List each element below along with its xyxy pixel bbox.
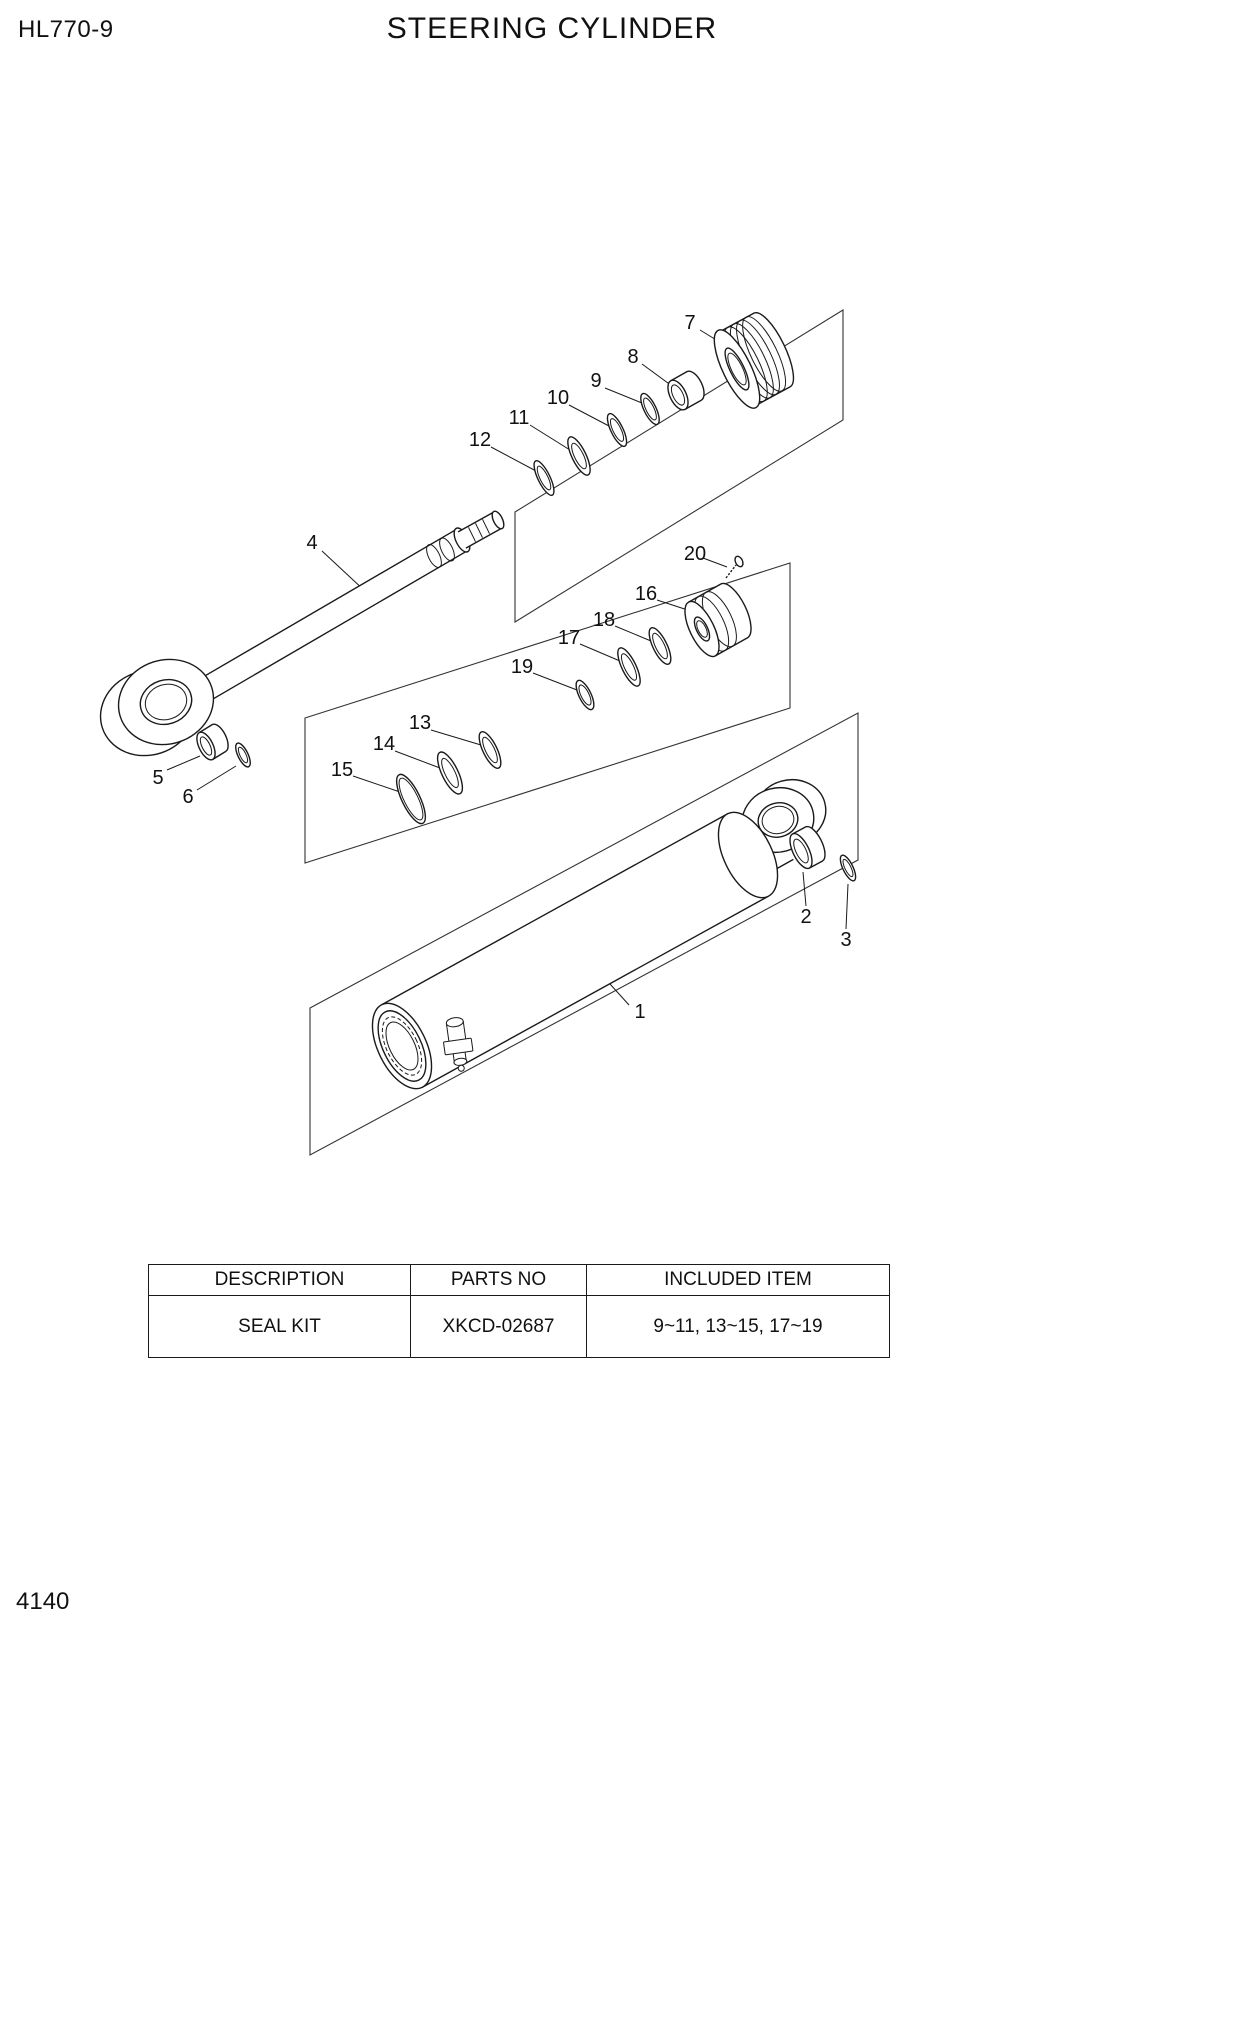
leader-line-6 — [196, 765, 237, 791]
page-number: 4140 — [16, 1588, 70, 1615]
leader-line-4 — [321, 550, 367, 593]
part-12-dust-wiper — [533, 460, 555, 496]
leader-line-10 — [568, 404, 610, 427]
part-4-piston-rod — [99, 510, 505, 757]
part-13-wear-ring — [478, 731, 502, 769]
part-3-snap-ring — [839, 854, 857, 882]
cell-description: SEAL KIT — [148, 1295, 411, 1358]
callout-20: 20 — [684, 543, 706, 565]
leader-line-5 — [166, 755, 201, 771]
cell-parts-no: XKCD-02687 — [410, 1295, 587, 1358]
cell-included-item: 9~11, 13~15, 17~19 — [586, 1295, 890, 1358]
leader-line-20 — [702, 557, 728, 568]
leader-line-13 — [430, 729, 482, 746]
leader-line-18 — [614, 625, 652, 642]
leader-line-15 — [352, 775, 401, 793]
seal-group-box-upper — [514, 309, 844, 623]
part-19-o-ring — [575, 679, 595, 711]
cylinder-tube-box — [309, 712, 859, 1156]
part-20-set-screw — [725, 555, 744, 579]
table-row: SEAL KIT XKCD-02687 9~11, 13~15, 17~19 — [148, 1295, 890, 1358]
callout-15: 15 — [331, 759, 353, 781]
callout-10: 10 — [547, 387, 569, 409]
table-header-row: DESCRIPTION PARTS NO INCLUDED ITEM — [148, 1264, 890, 1296]
leader-line-11 — [529, 424, 571, 451]
leader-line-19 — [532, 672, 578, 691]
callout-3: 3 — [840, 929, 851, 951]
callout-7: 7 — [684, 312, 695, 334]
leader-line-17 — [579, 643, 621, 662]
part-16-piston — [684, 582, 752, 658]
callout-11: 11 — [509, 407, 530, 429]
callout-19: 19 — [511, 656, 533, 678]
seal-group-box-middle — [304, 562, 791, 864]
exploded-parts-diagram: 1 2 3 4 5 6 7 8 9 10 11 12 13 14 15 16 1… — [99, 309, 859, 1156]
seal-kit-table: DESCRIPTION PARTS NO INCLUDED ITEM SEAL … — [148, 1264, 890, 1358]
callout-labels: 1 2 3 4 5 6 7 8 9 10 11 12 13 14 15 16 1… — [152, 312, 851, 1023]
callout-5: 5 — [152, 767, 163, 789]
part-18-backup-ring — [648, 627, 672, 665]
callout-16: 16 — [635, 583, 657, 605]
part-9-o-ring — [640, 392, 660, 426]
part-2-bushing — [789, 825, 826, 870]
part-5-bushing — [196, 723, 229, 761]
callout-18: 18 — [593, 609, 615, 631]
leader-line-8 — [641, 363, 673, 387]
callout-4: 4 — [306, 532, 317, 554]
callout-17: 17 — [558, 627, 580, 649]
model-code: HL770-9 — [18, 16, 114, 43]
callout-6: 6 — [182, 786, 193, 808]
leader-line-9 — [604, 387, 643, 404]
part-17-seal-ring — [617, 647, 641, 687]
callout-9: 9 — [590, 370, 601, 392]
leader-line-2 — [802, 871, 807, 907]
callout-14: 14 — [373, 733, 395, 755]
leader-line-1 — [609, 983, 630, 1006]
part-14-seal-ring — [436, 751, 464, 795]
col-header-included-item: INCLUDED ITEM — [586, 1264, 890, 1296]
leader-line-12 — [490, 446, 537, 472]
callout-1: 1 — [634, 1001, 645, 1023]
callout-2: 2 — [800, 906, 811, 928]
part-7-gland — [713, 312, 795, 409]
leader-lines — [166, 329, 849, 1006]
col-header-description: DESCRIPTION — [148, 1264, 411, 1296]
part-8-bushing — [667, 370, 705, 411]
leader-line-3 — [845, 883, 849, 930]
callout-8: 8 — [627, 346, 638, 368]
callout-12: 12 — [469, 429, 491, 451]
col-header-parts-no: PARTS NO — [410, 1264, 587, 1296]
page-title: STEERING CYLINDER — [386, 12, 718, 45]
part-10-backup-ring — [606, 412, 628, 448]
leader-line-14 — [394, 750, 441, 769]
part-1-cylinder-tube — [371, 779, 827, 1090]
part-11-rod-seal — [567, 436, 591, 476]
callout-13: 13 — [409, 712, 431, 734]
port-fitting — [443, 1017, 474, 1072]
part-6-snap-ring — [235, 742, 251, 768]
part-15-piston-seal — [395, 773, 427, 825]
